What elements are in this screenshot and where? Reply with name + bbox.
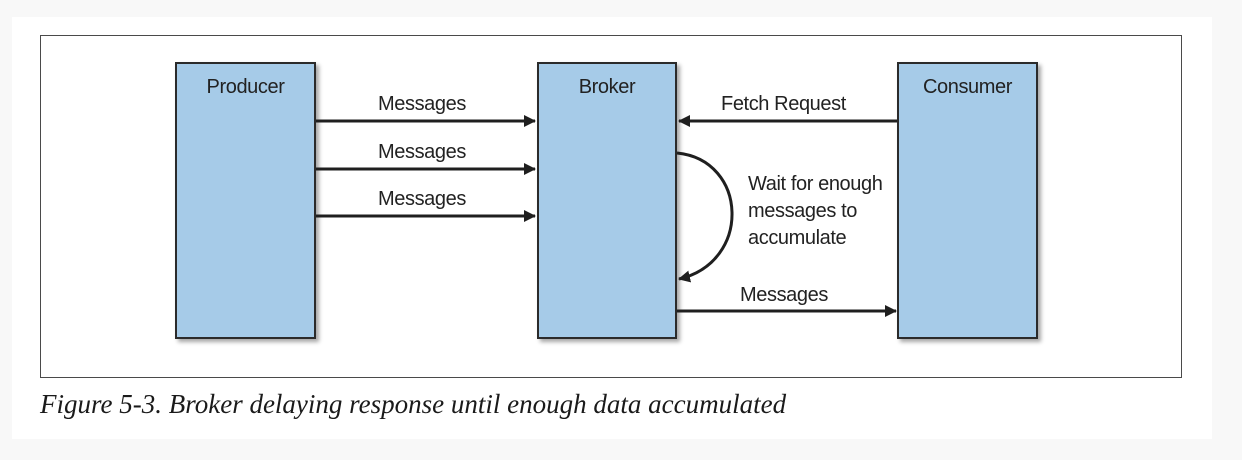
wait-note-line-2: messages to: [748, 200, 857, 222]
producer-node: Producer: [175, 62, 316, 339]
wait-note-line-3: accumulate: [748, 227, 847, 249]
broker-node: Broker: [537, 62, 677, 339]
wait-note: Wait for enough messages to accumulate: [748, 171, 883, 252]
fetch-request-label: Fetch Request: [721, 93, 846, 115]
messages-label-1: Messages: [378, 93, 466, 115]
consumer-node: Consumer: [897, 62, 1038, 339]
producer-label: Producer: [206, 76, 285, 98]
messages-label-2: Messages: [378, 141, 466, 163]
broker-label: Broker: [578, 76, 636, 98]
messages-label-3: Messages: [378, 188, 466, 210]
figure-caption: Figure 5-3. Broker delaying response unt…: [40, 389, 787, 419]
consumer-label: Consumer: [922, 76, 1013, 98]
response-messages-label: Messages: [740, 284, 828, 306]
wait-note-line-1: Wait for enough: [748, 173, 883, 195]
